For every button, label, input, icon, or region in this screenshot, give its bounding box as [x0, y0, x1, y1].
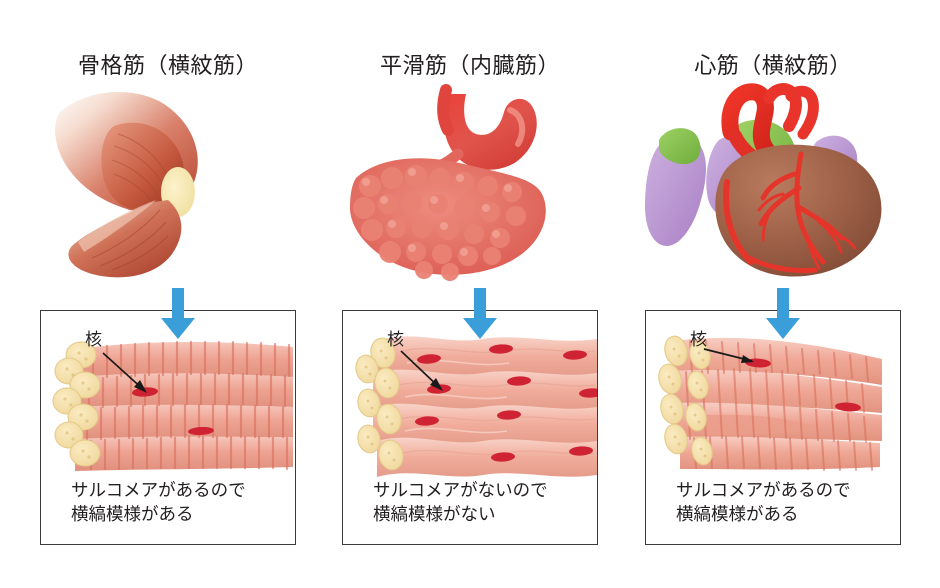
nucleus-pointer-smooth: [400, 350, 443, 391]
flow-arrow-cardiac: [766, 288, 800, 339]
smooth-muscle-spindle-cells: [355, 336, 597, 477]
tissue-box-cardiac: 核 サルコメアがあるので 横縞模様がある: [645, 310, 901, 545]
panel-title-skeletal: 骨格筋（横紋筋）: [77, 53, 258, 78]
panel-title-cardiac: 心筋（横紋筋）: [694, 53, 852, 78]
nucleus-label-smooth: 核: [387, 330, 404, 349]
nucleus-label-skeletal: 核: [85, 330, 102, 349]
caption-line-1: サルコメアがあるので: [71, 480, 246, 501]
caption-line-2: 横縞模様がある: [676, 503, 799, 524]
caption-line-1: サルコメアがあるので: [676, 480, 851, 501]
flow-arrow-smooth: [463, 288, 497, 339]
panel-smooth: 平滑筋（内臓筋）: [320, 0, 620, 588]
heart-illustration: [623, 82, 923, 282]
caption-skeletal: サルコメアがあるので 横縞模様がある: [71, 479, 286, 526]
panel-cardiac: 心筋（横紋筋）: [623, 0, 923, 588]
tissue-box-smooth: 核 サルコメアがないので 横縞模様がない: [342, 310, 598, 545]
nucleus-label-cardiac: 核: [690, 330, 707, 349]
stomach-and-intestines-illustration: [320, 82, 620, 282]
caption-line-1: サルコメアがないので: [373, 480, 548, 501]
flow-arrow-skeletal: [161, 288, 195, 339]
cardiac-muscle-branching-fibers: [658, 335, 882, 471]
skeletal-muscle-fiber-bundle: [52, 340, 293, 471]
nucleus-pointer-skeletal: [102, 352, 147, 393]
caption-line-2: 横縞模様がない: [373, 503, 496, 524]
caption-cardiac: サルコメアがあるので 横縞模様がある: [676, 479, 891, 526]
tissue-box-skeletal: 核 サルコメアがあるので 横縞模様がある: [40, 310, 296, 545]
panel-title-smooth: 平滑筋（内臓筋）: [379, 53, 560, 78]
caption-line-2: 横縞模様がある: [71, 503, 194, 524]
nucleus-pointer-cardiac: [703, 348, 754, 363]
flexed-arm-biceps-illustration: [18, 82, 318, 282]
panel-skeletal: 骨格筋（横紋筋）: [18, 0, 318, 588]
caption-smooth: サルコメアがないので 横縞模様がない: [373, 479, 588, 526]
